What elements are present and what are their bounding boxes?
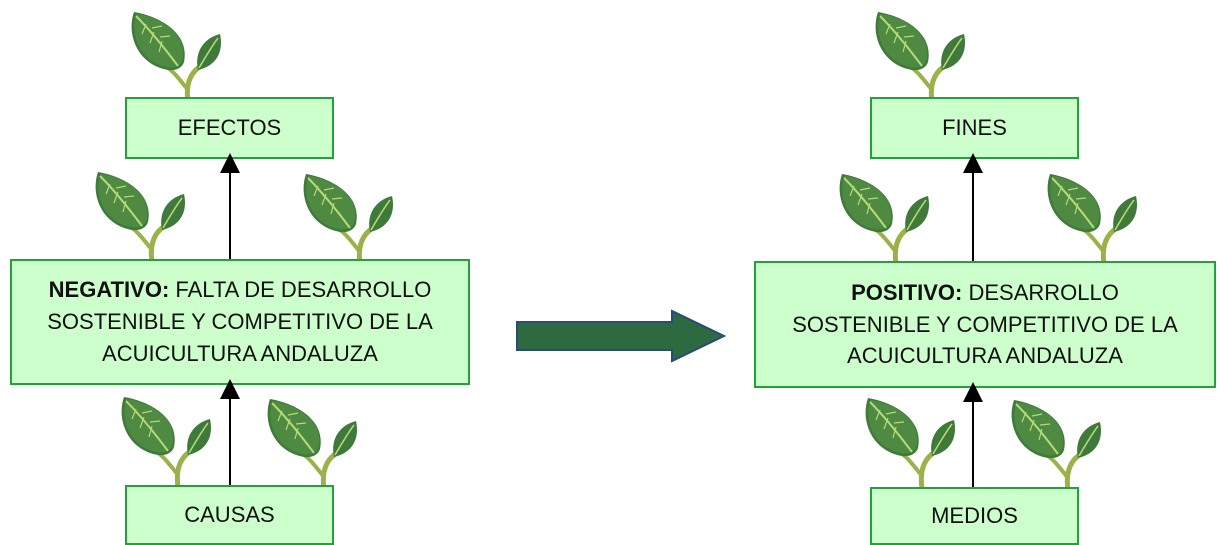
- ends-label: FINES: [942, 115, 1007, 141]
- transition-arrow: [516, 309, 727, 363]
- negative-keyword: NEGATIVO:: [48, 277, 170, 303]
- positive-objective-box: POSITIVO: DESARROLLO SOSTENIBLE Y COMPET…: [754, 261, 1216, 388]
- effects-box: EFECTOS: [125, 97, 334, 159]
- ends-box: FINES: [870, 97, 1079, 159]
- positive-keyword: POSITIVO:: [851, 279, 963, 305]
- positive-line3: ACUICULTURA ANDALUZA: [847, 343, 1123, 369]
- means-box: MEDIOS: [870, 487, 1079, 545]
- positive-line1: DESARROLLO: [962, 279, 1119, 305]
- causes-label: CAUSAS: [184, 502, 275, 528]
- negative-problem-box: NEGATIVO: FALTA DE DESARROLLO SOSTENIBLE…: [10, 259, 470, 385]
- causes-box: CAUSAS: [125, 485, 334, 545]
- negative-line3: ACUICULTURA ANDALUZA: [102, 340, 378, 366]
- negative-line1: FALTA DE DESARROLLO: [169, 277, 432, 303]
- means-label: MEDIOS: [931, 503, 1018, 529]
- negative-line2: SOSTENIBLE Y COMPETITIVO DE LA: [47, 309, 433, 335]
- positive-line2: SOSTENIBLE Y COMPETITIVO DE LA: [792, 311, 1178, 337]
- effects-label: EFECTOS: [177, 115, 282, 141]
